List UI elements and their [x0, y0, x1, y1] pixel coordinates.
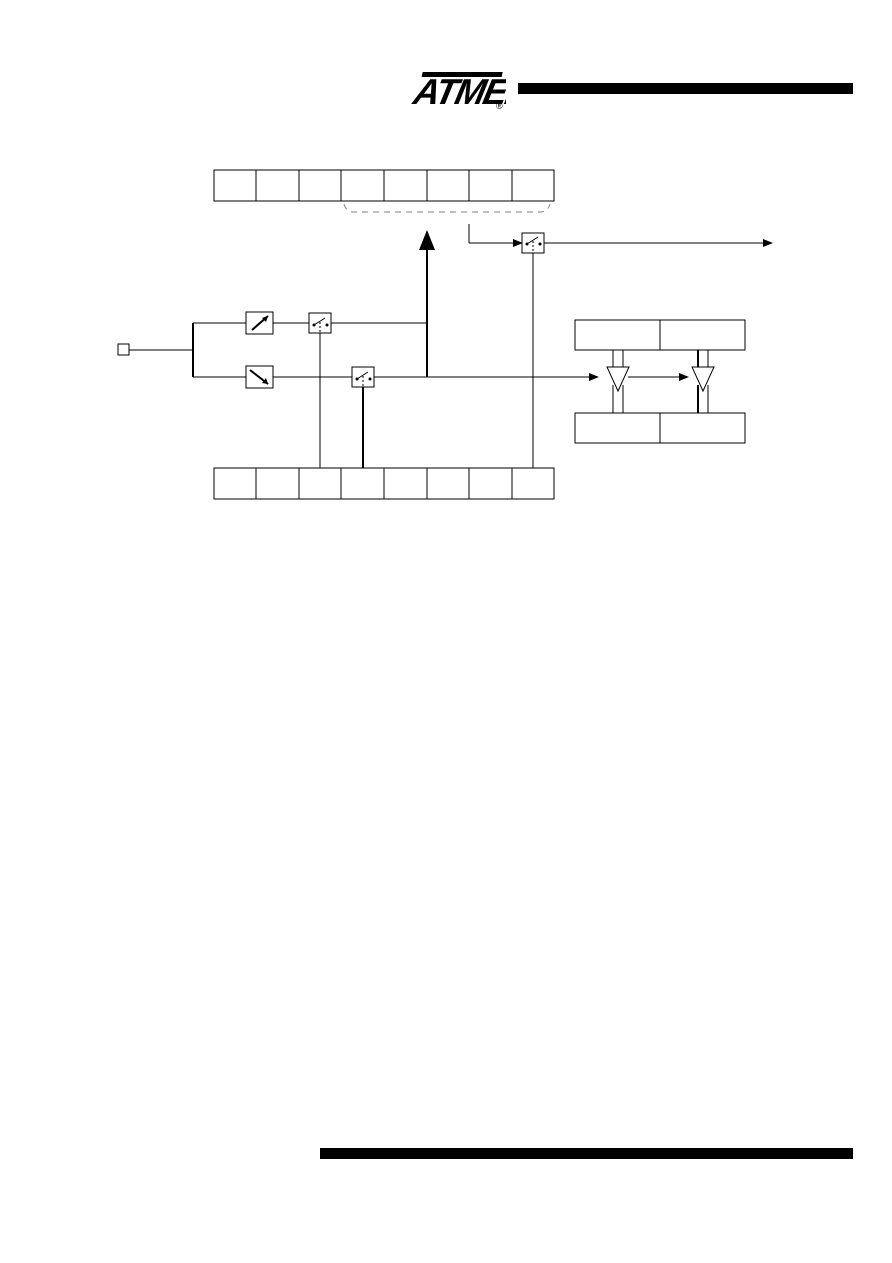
input-pin: [117, 343, 130, 356]
top-register: [213, 169, 555, 202]
rising-edge-icon: [245, 311, 274, 335]
io-pin-block-diagram: [117, 169, 773, 500]
buffer-1-icon: [606, 350, 630, 413]
bit-group-brace: [343, 203, 551, 213]
svg-text:®: ®: [496, 101, 503, 110]
right-lower-register: [574, 412, 746, 444]
buffer-2-icon: [691, 350, 715, 413]
footer-rule: [320, 1148, 853, 1159]
falling-edge-icon: [245, 365, 274, 389]
switch-output-icon: [521, 232, 545, 254]
switch-rising-icon: [308, 312, 332, 334]
right-upper-register: [574, 319, 746, 351]
switch-falling-icon: [351, 366, 375, 388]
bottom-register: [213, 467, 555, 500]
header-rule: [518, 83, 853, 94]
